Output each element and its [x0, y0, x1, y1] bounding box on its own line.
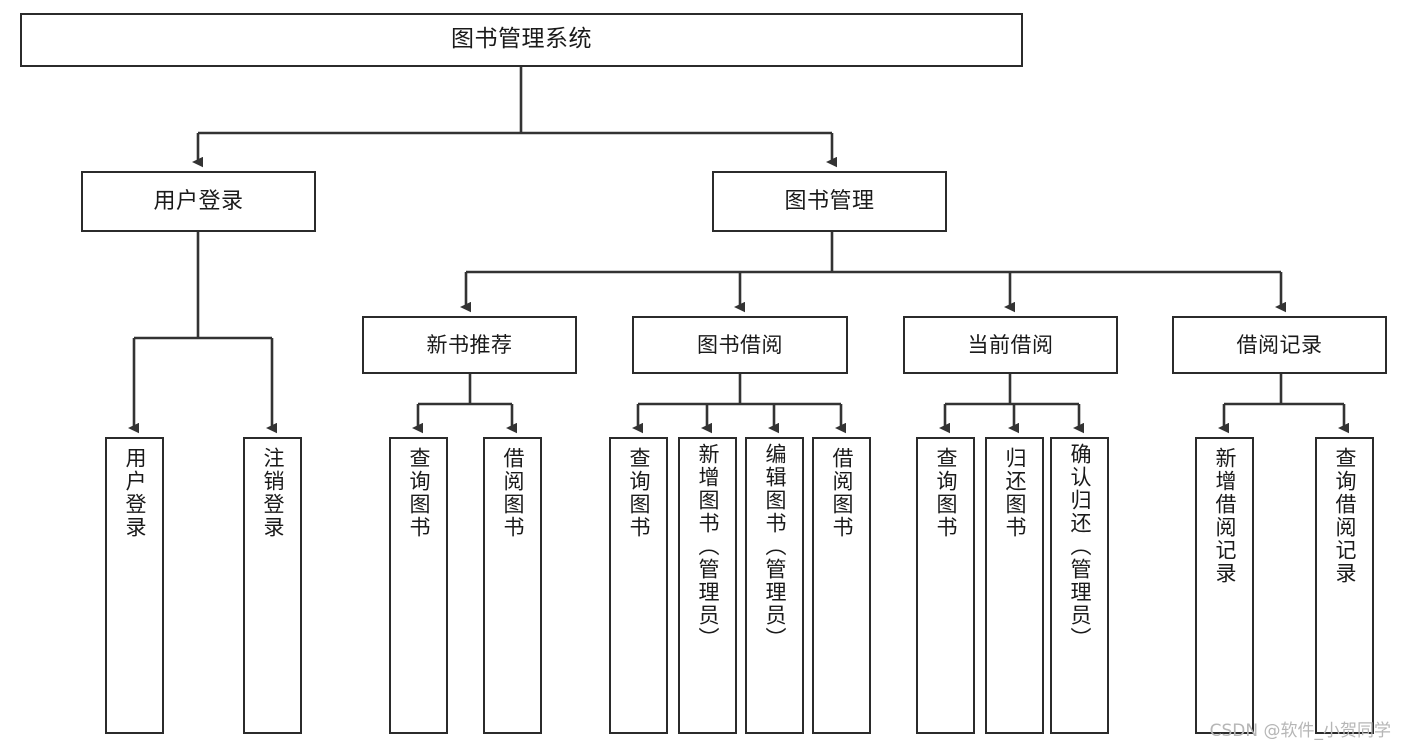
node-book-management[interactable]: 图书管理 [712, 171, 947, 232]
leaf-current-borrow-confirm-return-admin[interactable]: 确认归还（管理员） [1050, 437, 1109, 734]
leaf-current-borrow-return-book[interactable]: 归还图书 [985, 437, 1044, 734]
node-label: 归还图书 [1003, 447, 1027, 539]
leaf-user-login-login[interactable]: 用户登录 [105, 437, 164, 734]
node-label: 查询图书 [934, 447, 958, 539]
node-root-book-management-system[interactable]: 图书管理系统 [20, 13, 1023, 67]
leaf-new-book-query-book[interactable]: 查询图书 [389, 437, 448, 734]
node-label: 当前借阅 [967, 332, 1054, 357]
node-label: 图书管理系统 [451, 26, 592, 53]
leaf-borrow-record-add-record[interactable]: 新增借阅记录 [1195, 437, 1254, 734]
leaf-book-borrow-add-book-admin[interactable]: 新增图书（管理员） [678, 437, 737, 734]
node-new-book-recommend[interactable]: 新书推荐 [362, 316, 577, 374]
node-label: 新增图书（管理员） [696, 443, 720, 650]
node-label: 借阅记录 [1236, 332, 1323, 357]
leaf-book-borrow-borrow-book[interactable]: 借阅图书 [812, 437, 871, 734]
node-label: 查询图书 [407, 447, 431, 539]
leaf-user-login-logout[interactable]: 注销登录 [243, 437, 302, 734]
node-label: 借阅图书 [830, 447, 854, 539]
node-label: 新增借阅记录 [1213, 447, 1237, 585]
node-borrow-record[interactable]: 借阅记录 [1172, 316, 1387, 374]
node-label: 编辑图书（管理员） [763, 443, 787, 650]
node-user-login[interactable]: 用户登录 [81, 171, 316, 232]
csdn-watermark: CSDN @软件_小贺同学 [1209, 721, 1391, 741]
node-current-borrow[interactable]: 当前借阅 [903, 316, 1118, 374]
node-book-borrow[interactable]: 图书借阅 [632, 316, 848, 374]
leaf-current-borrow-query-book[interactable]: 查询图书 [916, 437, 975, 734]
leaf-book-borrow-query-book[interactable]: 查询图书 [609, 437, 668, 734]
node-label: 查询借阅记录 [1333, 447, 1357, 585]
node-label: 注销登录 [261, 447, 285, 539]
leaf-book-borrow-edit-book-admin[interactable]: 编辑图书（管理员） [745, 437, 804, 734]
leaf-new-book-borrow-book[interactable]: 借阅图书 [483, 437, 542, 734]
node-label: 查询图书 [627, 447, 651, 539]
node-label: 图书借阅 [697, 332, 783, 357]
node-label: 图书管理 [784, 188, 875, 214]
leaf-borrow-record-query-record[interactable]: 查询借阅记录 [1315, 437, 1374, 734]
node-label: 确认归还（管理员） [1068, 443, 1092, 650]
node-label: 用户登录 [153, 188, 244, 214]
node-label: 用户登录 [123, 447, 147, 539]
node-label: 新书推荐 [426, 332, 513, 357]
node-label: 借阅图书 [501, 447, 525, 539]
